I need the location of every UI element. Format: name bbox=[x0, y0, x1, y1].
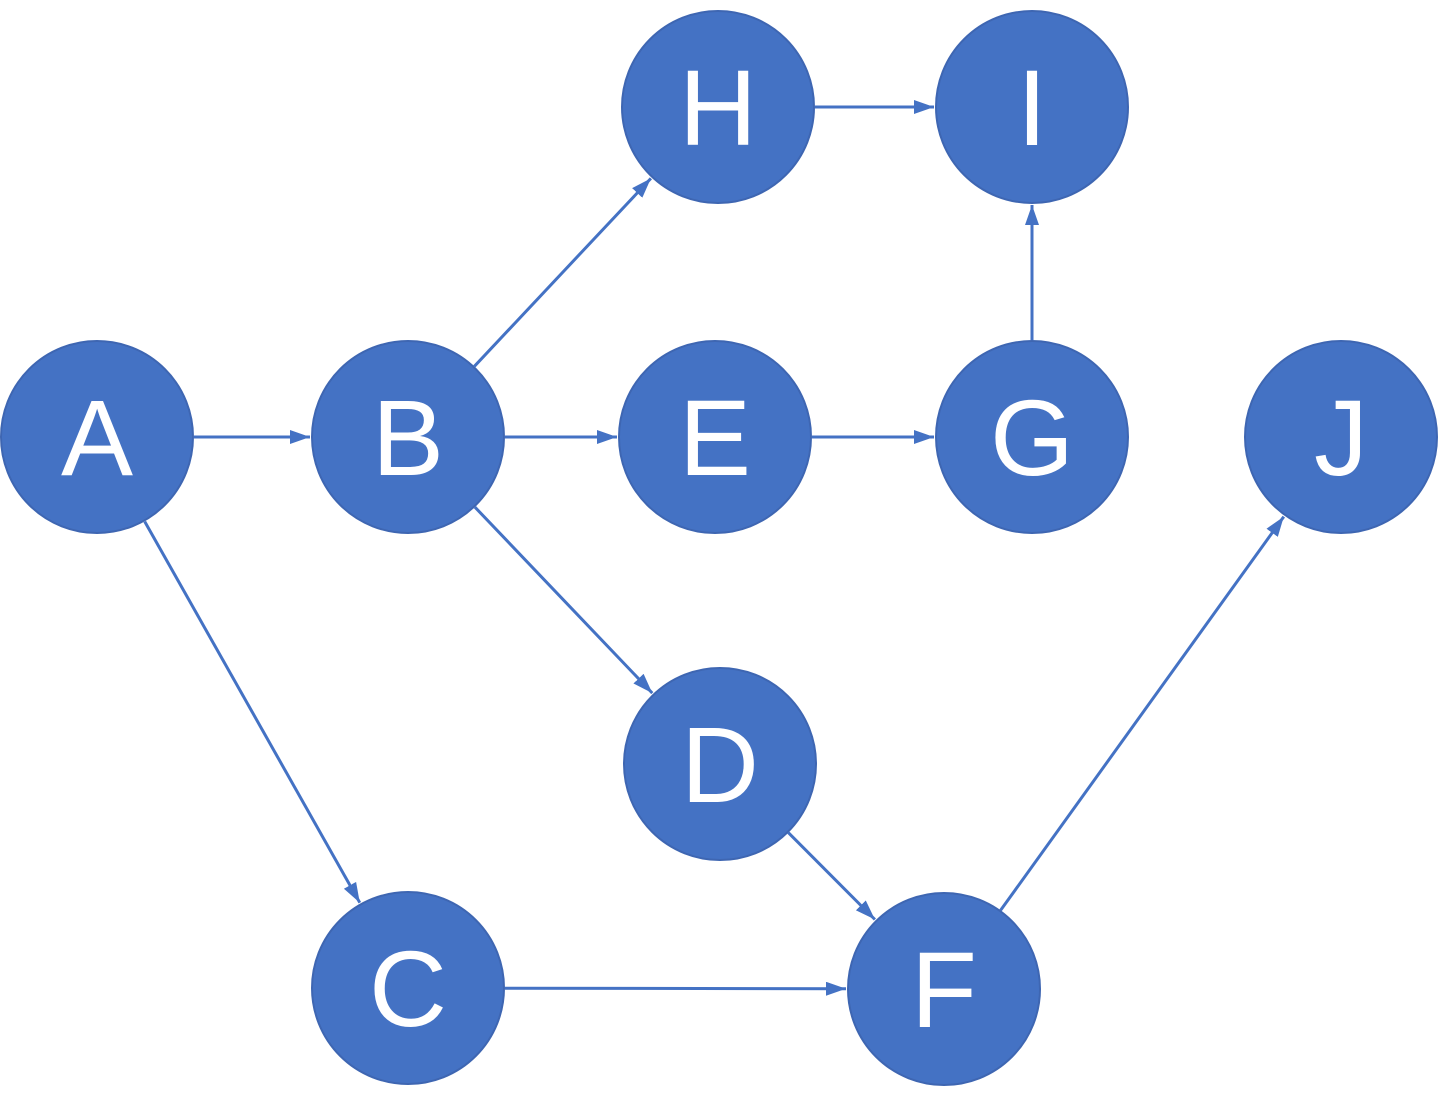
edge-F-J bbox=[999, 515, 1286, 912]
node-H: H bbox=[621, 10, 815, 204]
node-F-label: F bbox=[911, 929, 977, 1050]
node-D-label: D bbox=[681, 704, 759, 825]
node-C-label: C bbox=[369, 928, 447, 1049]
node-A: A bbox=[0, 340, 194, 534]
edge-C-F bbox=[504, 981, 847, 996]
nodes-layer: A B C D E F G H I J bbox=[0, 10, 1438, 1086]
node-D-circle bbox=[623, 667, 817, 861]
node-J: J bbox=[1244, 340, 1438, 534]
node-J-label: J bbox=[1314, 377, 1368, 498]
node-G: G bbox=[935, 340, 1129, 534]
edge-B-H bbox=[473, 177, 652, 368]
node-G-label: G bbox=[990, 377, 1074, 498]
node-A-label: A bbox=[61, 377, 133, 498]
node-I: I bbox=[935, 10, 1129, 204]
node-A-circle bbox=[0, 340, 194, 534]
node-I-label: I bbox=[1017, 47, 1047, 168]
node-H-circle bbox=[621, 10, 815, 204]
node-J-circle bbox=[1244, 340, 1438, 534]
node-E-label: E bbox=[679, 377, 751, 498]
edges-layer bbox=[143, 100, 1286, 996]
node-F-circle bbox=[847, 892, 1041, 1086]
node-B-circle bbox=[311, 340, 505, 534]
node-B-label: B bbox=[372, 377, 444, 498]
node-G-circle bbox=[935, 340, 1129, 534]
node-B: B bbox=[311, 340, 505, 534]
node-C: C bbox=[311, 891, 505, 1085]
edge-A-C bbox=[143, 520, 362, 904]
node-I-circle bbox=[935, 10, 1129, 204]
edge-D-F bbox=[787, 831, 876, 921]
edge-B-D bbox=[473, 506, 654, 695]
node-E-circle bbox=[618, 340, 812, 534]
node-F: F bbox=[847, 892, 1041, 1086]
node-E: E bbox=[618, 340, 812, 534]
node-H-label: H bbox=[679, 47, 757, 168]
node-C-circle bbox=[311, 891, 505, 1085]
node-D: D bbox=[623, 667, 817, 861]
